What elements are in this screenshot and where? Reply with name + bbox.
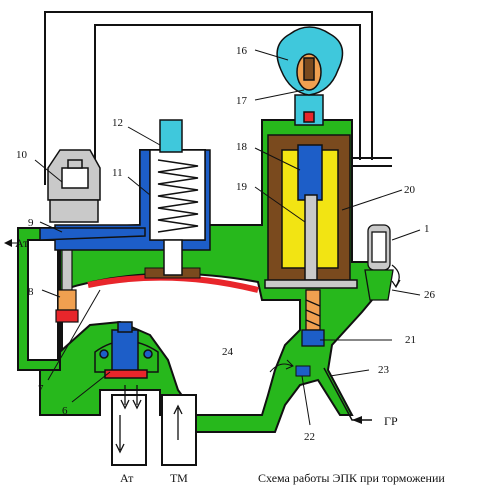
callout-17: 17 xyxy=(236,95,248,107)
callout-26: 26 xyxy=(424,289,436,301)
valve-1 xyxy=(364,224,394,301)
callout-16: 16 xyxy=(236,45,248,57)
arrow-at-left xyxy=(4,239,12,247)
callout-20: 20 xyxy=(404,184,416,196)
callout-22: 22 xyxy=(304,431,315,443)
callout-12: 12 xyxy=(112,117,123,129)
flow-arrows xyxy=(115,385,183,454)
callout-10: 10 xyxy=(16,149,28,161)
callout-19: 19 xyxy=(236,181,248,193)
callout-21: 21 xyxy=(405,334,416,346)
outlet-tubes xyxy=(111,394,197,466)
seat-22 xyxy=(295,365,311,377)
piston-8-rod xyxy=(61,244,73,291)
callout-18: 18 xyxy=(236,141,248,153)
callout-6: 6 xyxy=(62,405,68,417)
leader-lines xyxy=(6,49,421,426)
callout-9: 9 xyxy=(28,217,34,229)
port-gr: ГР xyxy=(384,414,398,428)
callout-8: 8 xyxy=(28,286,34,298)
valve-21 xyxy=(301,289,325,347)
valve-10 xyxy=(47,149,101,223)
arrow-22 xyxy=(269,359,294,373)
callout-7: 7 xyxy=(38,383,44,395)
callout-23: 23 xyxy=(378,364,390,376)
callout-11: 11 xyxy=(112,167,123,179)
piston-8-head xyxy=(57,289,77,311)
port-at-bottom: Ат xyxy=(120,471,134,485)
solenoid xyxy=(264,134,358,289)
callout-24: 24 xyxy=(222,346,234,358)
exhaust-valve-6 xyxy=(94,321,159,379)
rotation-arrow xyxy=(391,264,401,289)
port-at-left: Ат xyxy=(15,236,29,250)
lever-9 xyxy=(39,227,146,241)
callout-1: 1 xyxy=(424,223,430,235)
cap-16 xyxy=(276,26,344,126)
control-wires xyxy=(44,11,392,185)
piston-8-seat xyxy=(55,309,79,323)
left-channel xyxy=(27,239,59,361)
arrow-gr xyxy=(352,416,362,424)
port-tm: ТМ xyxy=(170,471,188,485)
diagram-caption: Схема работы ЭПК при торможении xyxy=(258,471,445,485)
piston-11 xyxy=(54,119,211,276)
spring-12 xyxy=(157,159,199,233)
